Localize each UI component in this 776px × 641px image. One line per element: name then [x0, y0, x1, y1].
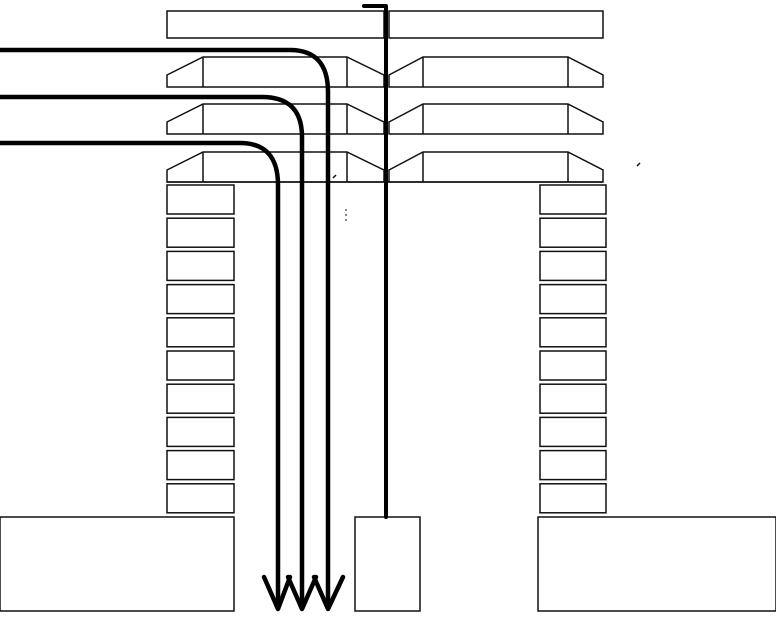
- beam-right: [388, 56, 604, 88]
- column-block: [539, 483, 607, 514]
- cable-1: [0, 47, 331, 609]
- column-block: [166, 383, 235, 414]
- left-column: [166, 184, 235, 514]
- column-block: [166, 449, 235, 481]
- column-block: [166, 317, 235, 348]
- beam-right: [388, 103, 604, 135]
- beam-left: [166, 56, 385, 88]
- beam-right: [388, 151, 604, 183]
- column-block: [166, 184, 235, 215]
- right-column: [539, 184, 607, 514]
- base-left: [0, 516, 235, 612]
- arrow-head-3: [261, 574, 293, 612]
- column-block: [539, 317, 607, 348]
- column-block: [539, 416, 607, 448]
- column-block: [539, 350, 607, 381]
- arrow-head-2: [285, 574, 319, 612]
- column-block: [539, 449, 607, 481]
- column-block: [166, 483, 235, 514]
- beam-left: [166, 103, 385, 135]
- top-slab-right: [388, 10, 604, 39]
- column-block: [539, 383, 607, 414]
- column-block: [539, 217, 607, 248]
- cable-3: [0, 140, 281, 609]
- column-block: [166, 283, 235, 315]
- column-block: [166, 350, 235, 381]
- column-block: [166, 416, 235, 448]
- base-right: [537, 516, 776, 612]
- conduit-box: [354, 516, 421, 612]
- beam-row: [166, 56, 604, 88]
- column-block: [539, 283, 607, 315]
- base-foundations: [0, 516, 776, 612]
- cable-2: [0, 94, 305, 609]
- arrow-head-1: [311, 574, 346, 612]
- cables: [0, 47, 346, 612]
- vertical-conduit: [362, 4, 388, 519]
- column-block: [539, 250, 607, 282]
- top-slab-left: [166, 10, 385, 39]
- column-block: [166, 217, 235, 248]
- column-block: [166, 250, 235, 282]
- column-block: [539, 184, 607, 215]
- top-slab: [166, 10, 604, 39]
- stray-marks: [332, 162, 641, 221]
